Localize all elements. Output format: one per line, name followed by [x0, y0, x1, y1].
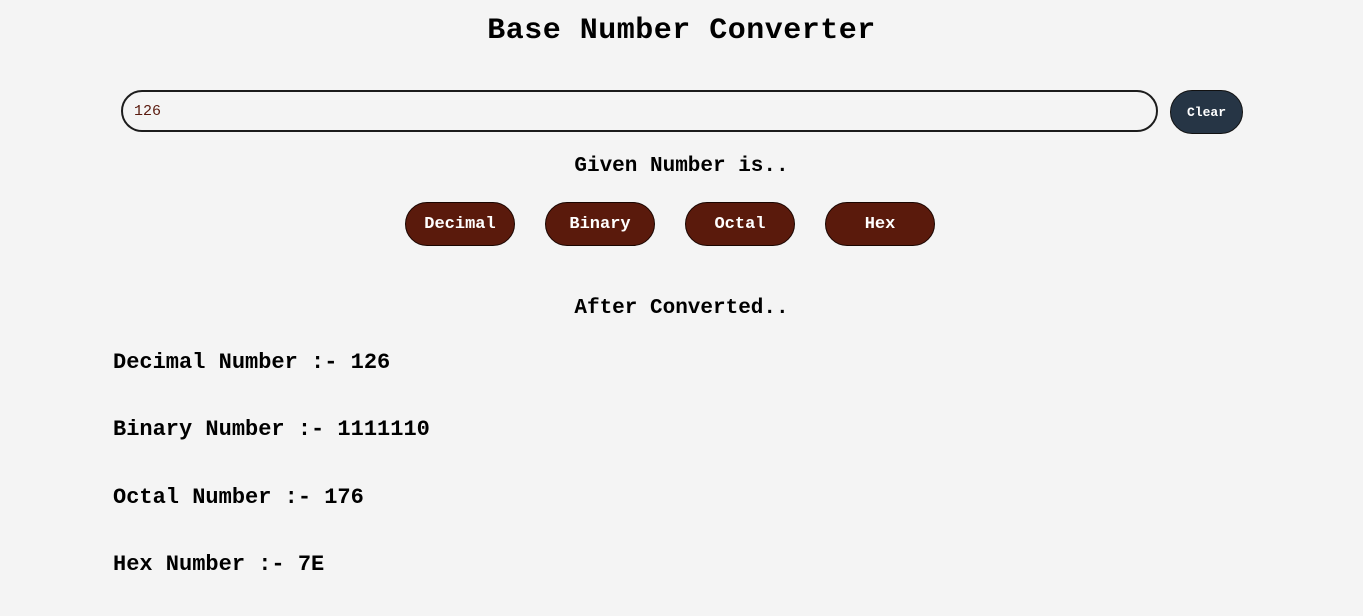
number-input[interactable] — [121, 90, 1158, 132]
hex-result: Hex Number :- 7E — [113, 552, 325, 577]
clear-button[interactable]: Clear — [1170, 90, 1243, 134]
hex-button[interactable]: Hex — [825, 202, 935, 246]
binary-result: Binary Number :- 1111110 — [113, 417, 430, 442]
given-number-label: Given Number is.. — [574, 155, 789, 178]
binary-button[interactable]: Binary — [545, 202, 655, 246]
octal-button[interactable]: Octal — [685, 202, 795, 246]
after-converted-label: After Converted.. — [574, 297, 789, 320]
decimal-result: Decimal Number :- 126 — [113, 350, 391, 375]
input-row: Clear — [121, 90, 1243, 134]
decimal-button[interactable]: Decimal — [405, 202, 515, 246]
page-title: Base Number Converter — [487, 14, 876, 48]
octal-result: Octal Number :- 176 — [113, 485, 364, 510]
